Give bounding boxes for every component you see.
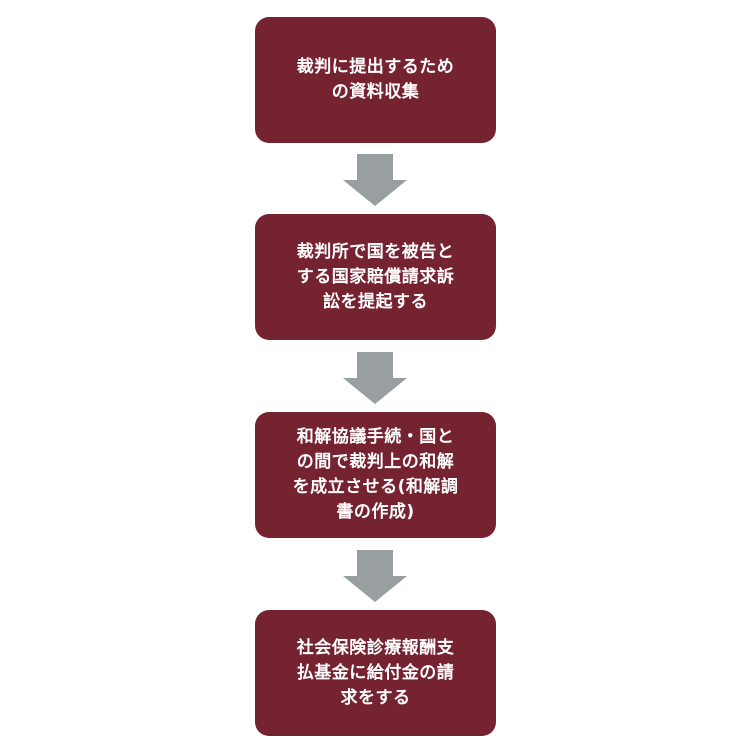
arrow-down-icon [343,352,407,404]
step-4-box: 社会保険診療報酬支 払基金に給付金の請 求をする [255,610,496,736]
step-2-text: 裁判所で国を被告と する国家賠償請求訴 訟を提起する [296,241,455,312]
step-4-text: 社会保険診療報酬支 払基金に給付金の請 求をする [296,637,455,708]
step-2-box: 裁判所で国を被告と する国家賠償請求訴 訟を提起する [255,214,496,340]
step-3-text: 和解協議手続・国と の間で裁判上の和解 を成立させる(和解調 書の作成) [292,427,459,522]
step-1-box: 裁判に提出するため の資料収集 [255,17,496,143]
arrow-down-icon [343,154,407,206]
step-3-box: 和解協議手続・国と の間で裁判上の和解 を成立させる(和解調 書の作成) [255,412,496,538]
step-1-text: 裁判に提出するため の資料収集 [296,57,455,102]
arrow-down-icon [343,550,407,602]
